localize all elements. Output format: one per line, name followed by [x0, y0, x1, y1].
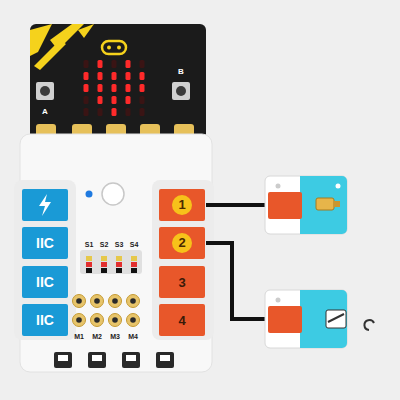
- led: [140, 96, 145, 104]
- motor-label: M3: [110, 333, 120, 340]
- led: [126, 96, 131, 104]
- pin-header: [131, 262, 137, 267]
- motor-label: M4: [128, 333, 138, 340]
- terminal-hole: [73, 295, 86, 308]
- pin-header: [86, 268, 92, 273]
- switch-module: [265, 290, 374, 348]
- wire: [206, 205, 270, 319]
- led: [140, 72, 145, 80]
- led: [112, 72, 117, 80]
- pin-header: [101, 262, 107, 267]
- port-label: 4: [178, 313, 185, 328]
- port-label: IIC: [36, 312, 54, 328]
- button-label: A: [42, 108, 48, 116]
- port-box: 3: [159, 266, 205, 298]
- power-icon: [39, 194, 51, 216]
- terminal-hole: [127, 314, 140, 327]
- port-label: IIC: [36, 274, 54, 290]
- microbit: [30, 24, 206, 144]
- terminal-hole: [109, 295, 122, 308]
- led: [84, 84, 89, 92]
- led: [112, 84, 117, 92]
- led: [140, 84, 145, 92]
- pin-header: [86, 256, 92, 261]
- port-number: 2: [172, 233, 192, 253]
- terminal-hole: [73, 314, 86, 327]
- servo-label: S1: [85, 241, 94, 248]
- button-label: B: [178, 68, 184, 76]
- expansion-board: [14, 134, 214, 372]
- servo-label: S4: [130, 241, 139, 248]
- led: [112, 96, 117, 104]
- pin-header: [86, 262, 92, 267]
- port-box: 1: [159, 189, 205, 221]
- led: [140, 60, 145, 68]
- led: [98, 60, 103, 68]
- pin-header: [116, 262, 122, 267]
- servo-label: S3: [115, 241, 124, 248]
- terminal-hole: [91, 314, 104, 327]
- led: [126, 72, 131, 80]
- port-box: 4: [159, 304, 205, 336]
- servo-label: S2: [100, 241, 109, 248]
- led: [126, 84, 131, 92]
- port-box: IIC: [22, 266, 68, 298]
- motor-label: M1: [74, 333, 84, 340]
- led: [98, 108, 103, 116]
- port-box: 2: [159, 227, 205, 259]
- led: [112, 108, 117, 116]
- led: [126, 108, 131, 116]
- motor-label: M2: [92, 333, 102, 340]
- led: [98, 96, 103, 104]
- led: [126, 60, 131, 68]
- pin-header: [131, 268, 137, 273]
- led: [98, 72, 103, 80]
- led: [112, 60, 117, 68]
- laser-module: [265, 176, 347, 234]
- port-label: 3: [178, 275, 185, 290]
- led: [84, 60, 89, 68]
- led: [84, 72, 89, 80]
- terminal-hole: [109, 314, 122, 327]
- terminal-hole: [127, 295, 140, 308]
- port-number: 1: [172, 195, 192, 215]
- pin-header: [116, 256, 122, 261]
- led: [140, 108, 145, 116]
- pin-header: [101, 268, 107, 273]
- port-label: IIC: [36, 235, 54, 251]
- port-box: IIC: [22, 304, 68, 336]
- port-box: IIC: [22, 227, 68, 259]
- led: [84, 96, 89, 104]
- pin-header: [131, 256, 137, 261]
- pin-header: [101, 256, 107, 261]
- pin-header: [116, 268, 122, 273]
- led: [84, 108, 89, 116]
- led: [98, 84, 103, 92]
- terminal-hole: [91, 295, 104, 308]
